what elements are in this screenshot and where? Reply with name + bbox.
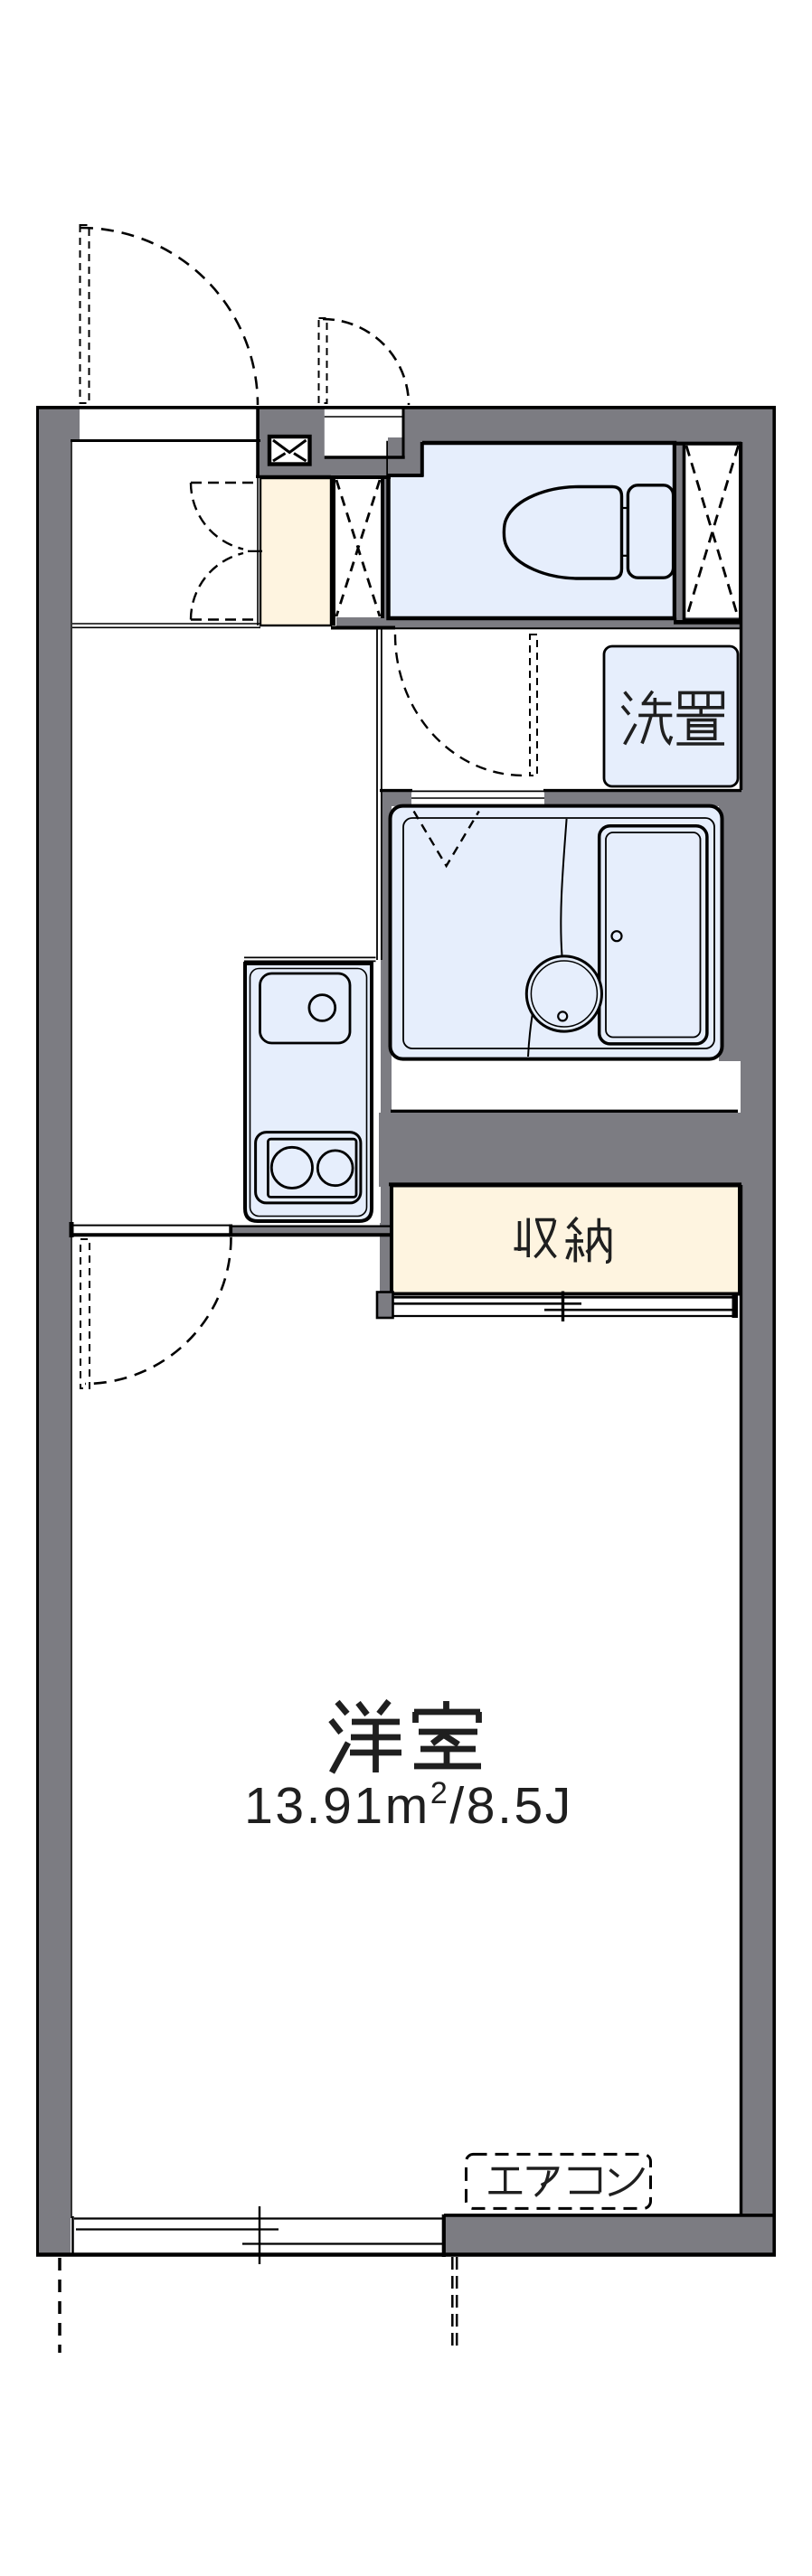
svg-text:13.91m2/8.5J: 13.91m2/8.5J — [244, 1776, 573, 1835]
